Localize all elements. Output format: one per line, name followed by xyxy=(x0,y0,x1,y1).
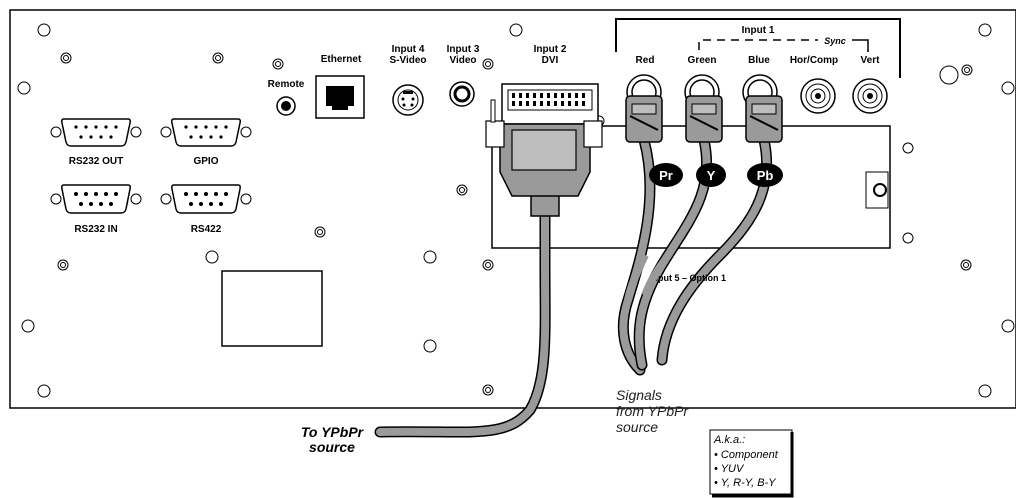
pb-tag-label: Pb xyxy=(757,168,774,183)
input2-label: Input 2 xyxy=(534,44,567,55)
aka-item: • YUV xyxy=(714,463,745,475)
remote-label: Remote xyxy=(268,79,305,90)
gpio-label: GPIO xyxy=(193,156,218,167)
remote-jack[interactable] xyxy=(276,96,296,116)
aka-item: • Y, R-Y, B-Y xyxy=(714,477,776,489)
cable-overlap xyxy=(624,253,669,301)
input1-bracket xyxy=(615,18,901,78)
aka-box: A.k.a.: • Component • YUV • Y, R-Y, B-Y xyxy=(709,429,794,498)
rs232-out-port[interactable] xyxy=(50,118,142,147)
hor-comp-label: Hor/Comp xyxy=(790,55,838,66)
ethernet-label: Ethernet xyxy=(321,54,362,65)
blue-label: Blue xyxy=(748,55,770,66)
rs232-in-label: RS232 IN xyxy=(74,224,117,235)
vert-bnc[interactable] xyxy=(852,78,888,114)
s-video-port[interactable] xyxy=(392,84,424,116)
signals-line2: from YPbPr xyxy=(616,403,689,419)
y-tag: Y xyxy=(696,163,726,187)
signals-line1: Signals xyxy=(616,387,662,403)
pb-tag: Pb xyxy=(747,163,783,187)
aka-item: • Component xyxy=(714,449,779,461)
module-latch xyxy=(865,171,889,209)
sync-label: Sync xyxy=(824,36,846,46)
input3-sub-label: Video xyxy=(449,55,476,66)
dvi-cable xyxy=(374,99,603,438)
module-screw xyxy=(873,183,887,197)
signals-line3: source xyxy=(616,419,658,435)
input2-sub-label: DVI xyxy=(542,55,559,66)
input4-sub-label: S-Video xyxy=(389,55,426,66)
vert-label: Vert xyxy=(861,55,881,66)
pr-tag: Pr xyxy=(649,163,683,187)
blank-plate xyxy=(221,270,323,347)
green-label: Green xyxy=(688,55,717,66)
red-label: Red xyxy=(636,55,655,66)
rs422-label: RS422 xyxy=(191,224,222,235)
panel-holes xyxy=(17,23,1015,398)
rs232-out-label: RS232 OUT xyxy=(69,156,123,167)
rs422-port[interactable] xyxy=(160,184,252,214)
gpio-port[interactable] xyxy=(160,118,252,147)
hor-comp-bnc[interactable] xyxy=(800,78,836,114)
input1-title: Input 1 xyxy=(742,25,775,36)
pr-tag-label: Pr xyxy=(659,168,673,183)
option-label: Input 5 – Option 1 xyxy=(650,273,726,283)
rs232-in-port[interactable] xyxy=(50,184,142,214)
input4-label: Input 4 xyxy=(392,44,425,55)
dvi-port[interactable] xyxy=(501,83,599,125)
video-rca-port[interactable] xyxy=(449,81,475,107)
ethernet-port[interactable] xyxy=(315,75,365,119)
y-tag-label: Y xyxy=(707,168,716,183)
screw-heads xyxy=(57,52,973,396)
to-source-line1: To YPbPr xyxy=(301,424,365,440)
aka-title: A.k.a.: xyxy=(713,434,745,446)
to-source-line2: source xyxy=(309,439,355,455)
input3-label: Input 3 xyxy=(447,44,480,55)
